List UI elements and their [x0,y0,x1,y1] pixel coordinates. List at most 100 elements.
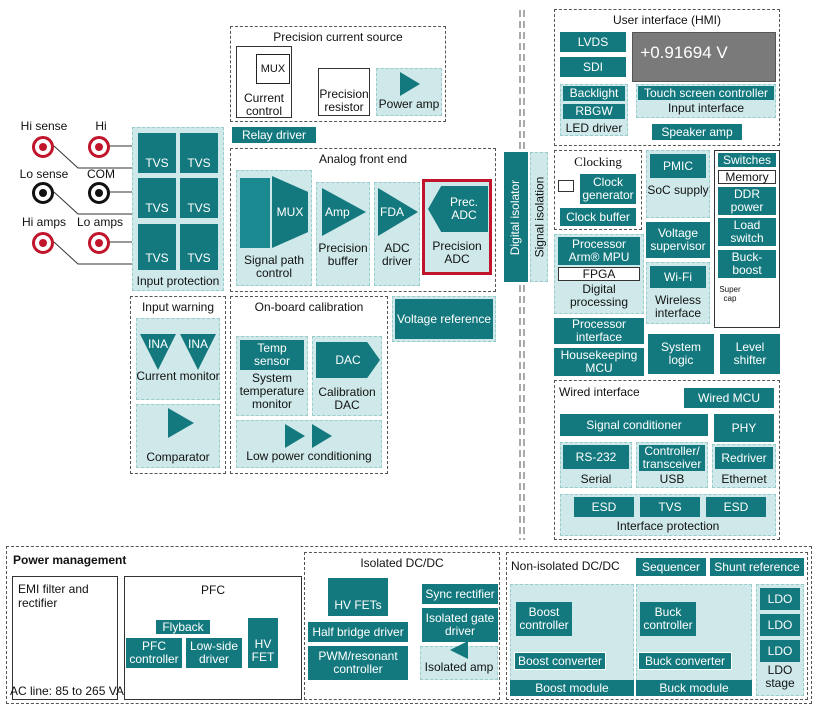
led-driver-label: LED driver [565,121,623,135]
low-power-conditioning-label: Low power conditioning [246,449,372,463]
input-interface-label: Input interface [667,101,745,115]
calibration-dac-label: Calibration DAC [318,385,376,412]
onboard-calibration-title: On-board calibration [254,300,364,314]
comparator-label: Comparator [146,450,210,464]
low-side-driver-block: Low-side driver [186,638,242,668]
pwm-resonant-controller-block: PWM/resonant controller [308,646,408,680]
lo-amps-label: Lo amps [76,215,124,229]
lo-sense-terminal [32,182,54,204]
interface-protection-label: Interface protection [616,519,720,533]
com-label: COM [87,167,115,181]
processor-label: Processor [571,237,627,251]
level-shifter-block: Level shifter [720,334,780,374]
wired-mcu-block: Wired MCU [684,388,774,408]
signal-isolation-group: Signal isolation [530,152,548,282]
temp-sensor-block: Temp sensor [240,340,304,370]
adc-driver-label: ADC driver [381,241,412,268]
lo-amps-terminal [88,232,110,254]
com-terminal [88,182,110,204]
super-cap-label: Super cap [719,285,741,303]
housekeeping-mcu-block: Housekeeping MCU [554,348,644,376]
tvs-block: TVS [138,224,176,270]
ldo-block: LDO [760,640,800,662]
pfc-controller-block: PFC controller [126,638,182,668]
input-protection-label: Input protection [136,274,220,288]
precision-resistor-label: Precision resistor [319,87,369,114]
power-management-title: Power management [13,553,127,567]
speaker-amp-block: Speaker amp [652,124,742,140]
clock-buffer-block: Clock buffer [560,208,636,226]
usb-label: USB [659,472,685,486]
input-warning-title: Input warning [141,300,215,314]
arm-mpu-label: Arm® MPU [568,250,630,264]
prec-adc-block: Prec. ADC [428,186,488,232]
tvs-block: TVS [180,178,218,218]
signal-conditioner-block: Signal conditioner [560,414,708,436]
clock-generator-block: Clock generator [580,174,636,204]
wired-interface-title: Wired interface [559,385,640,399]
hmi-title: User interface (HMI) [612,13,722,27]
analog-front-end-title: Analog front end [318,152,408,166]
voltage-reference-block: Voltage reference [395,299,493,339]
signal-path-control-label: Signal path control [243,253,305,280]
emi-filter-group [12,576,118,700]
power-amp-label: Power amp [378,97,440,111]
boost-controller-block: Boost controller [516,602,572,636]
hv-fets-block: HV FETs [328,578,388,616]
buck-converter-block: Buck converter [638,652,732,670]
amp-icon [312,424,332,448]
clocking-title: Clocking [574,154,622,169]
rs232-block: RS-232 [563,445,629,469]
power-amp-icon [400,72,420,96]
current-monitor-group [136,318,220,400]
shunt-reference-block: Shunt reference [710,558,804,576]
half-bridge-driver-block: Half bridge driver [308,622,408,642]
digital-isolator-block: Digital isolator [504,152,528,282]
memory-block: Memory [718,170,776,184]
tvs-block: TVS [180,224,218,270]
ldo-block: LDO [760,614,800,636]
tvs-block: TVS [180,133,218,173]
isolated-dcdc-title: Isolated DC/DC [360,556,444,570]
digital-processing-label: Digital processing [569,282,629,309]
touch-screen-controller-block: Touch screen controller [638,86,774,100]
fpga-block: FPGA [558,267,640,281]
ddr-power-block: DDR power [718,187,776,215]
ethernet-label: Ethernet [721,472,767,486]
redriver-block: Redriver [715,447,773,469]
ldo-stage-label: LDO stage [765,663,795,690]
current-control-label: Current control [243,91,284,118]
amp-icon [285,424,305,448]
isolated-gate-driver-block: Isolated gate driver [422,608,498,642]
isolated-amp-icon [450,641,468,659]
rbgw-block: RBGW [563,104,625,119]
digital-isolator-label: Digital isolator [508,179,523,255]
current-monitor-label: Current monitor [136,369,220,383]
ldo-block: LDO [760,588,800,610]
precision-adc-label: Precision ADC [432,239,482,266]
phy-block: PHY [714,414,774,442]
esd-block: ESD [706,497,766,517]
precision-resistor-group [318,68,370,116]
comparator-icon [168,408,194,438]
switch-matrix-icon [240,178,270,248]
lo-sense-label: Lo sense [19,167,69,181]
isolated-amp-label: Isolated amp [424,660,494,674]
tvs-block: TVS [138,133,176,173]
hi-amps-label: Hi amps [21,215,66,229]
mux-block: MUX [256,54,290,84]
buck-controller-block: Buck controller [640,602,696,636]
boost-module-block: Boost module [510,680,634,696]
hi-amps-terminal [32,232,54,254]
display-readout: +0.91694 V [640,43,728,62]
buck-module-block: Buck module [636,680,752,696]
voltage-supervisor-block: Voltage supervisor [646,222,710,258]
wifi-block: Wi-Fi [650,266,706,288]
crystal-icon [558,180,574,192]
flyback-block: Flyback [156,620,210,634]
non-isolated-dcdc-title: Non-isolated DC/DC [511,559,620,573]
hi-sense-label: Hi sense [20,119,68,133]
relay-driver-block: Relay driver [232,127,316,143]
processor-block: Processor Arm® MPU [558,237,640,265]
tvs-block: TVS [640,497,700,517]
